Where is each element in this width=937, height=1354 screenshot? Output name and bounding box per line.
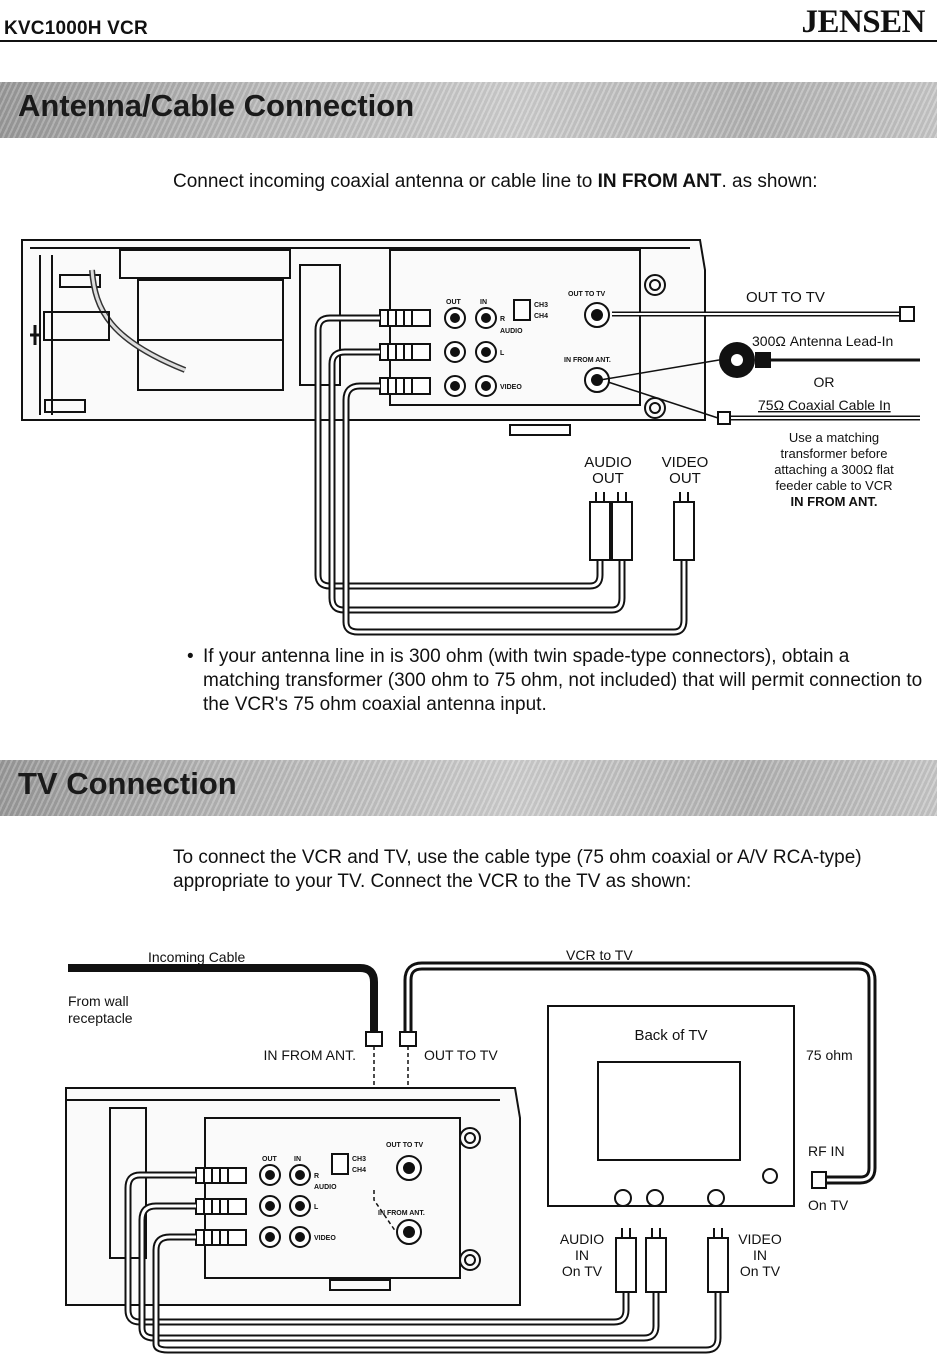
panel2-r-label: R [314,1173,319,1180]
av-cables-2 [124,1171,722,1354]
panel-jacks-2 [259,1153,422,1248]
antenna-bullet-note: • If your antenna line in is 300 ohm (wi… [187,645,928,717]
coax-label: 75Ω Coaxial Cable In [758,397,891,413]
lead-in-300-ohm [599,342,920,381]
tv-connection-diagram: Incoming Cable From wall receptacle VCR … [65,947,877,1354]
transformer-note: Use a matching transformer before attach… [774,430,894,509]
video-in-label: VIDEO IN On TV [738,1231,782,1279]
lead-in-label: 300Ω Antenna Lead-In [752,333,893,349]
video-in-line-2: IN [753,1247,767,1263]
rf-in-label: RF IN [808,1143,845,1159]
audio-in-label: AUDIO IN On TV [560,1231,604,1279]
panel2-out-to-tv-label: OUT TO TV [386,1142,424,1149]
ant-guide [373,1190,397,1233]
video-in-line-1: VIDEO [738,1231,782,1247]
section-title-tv: TV Connection [18,766,237,801]
from-wall-label-1: From wall [68,993,129,1009]
audio-in-line-1: AUDIO [560,1231,604,1247]
panel2-audio-label: AUDIO [314,1184,337,1191]
ohm75-label: 75 ohm [806,1047,853,1063]
antenna-bullet-text: If your antenna line in is 300 ohm (with… [203,646,923,715]
antenna-intro-text: Connect incoming coaxial antenna or cabl… [173,171,598,192]
model-name: KVC1000H VCR [4,18,148,39]
panel-audio-label: AUDIO [500,328,523,335]
on-tv-label: On TV [808,1197,849,1213]
video-out-label-1: VIDEO [662,454,709,471]
note-bold: IN FROM ANT. [791,494,878,509]
section-title-antenna: Antenna/Cable Connection [18,88,415,123]
antenna-intro-end: . as shown: [721,171,818,192]
rca-plugs-tv [615,1228,729,1293]
av-cables-1 [314,314,688,636]
panel-r-label: R [500,316,505,323]
vcr-to-tv-label: VCR to TV [566,947,633,963]
antenna-connection-diagram: OUT IN AUDIO R L VIDEO OUT TO TV IN FROM… [21,239,920,636]
panel2-in-from-ant-label: IN FROM ANT. [378,1210,425,1217]
audio-out-label-2: OUT [592,470,624,487]
note-line-3: attaching a 300Ω flat [774,462,894,477]
brand-logo: JENSEN [801,4,925,40]
or-label: OR [814,374,835,390]
video-out-label-2: OUT [669,470,701,487]
from-wall-label-2: receptacle [68,1010,133,1026]
panel2-ch4-label: CH4 [352,1167,366,1174]
panel-rca-plugs-2 [195,1167,247,1246]
tv-back-panel [547,1005,795,1207]
panel-labels-1: OUT IN AUDIO R L VIDEO OUT TO TV IN FROM… [446,291,611,391]
out-to-tv-label-2: OUT TO TV [424,1047,498,1063]
vcr-rear-panel-1 [21,239,706,436]
audio-in-line-2: IN [575,1247,589,1263]
panel2-video-label: VIDEO [314,1235,336,1242]
section-banner-tv: TV Connection [0,760,937,816]
in-from-ant-label-2: IN FROM ANT. [263,1047,356,1063]
out-to-tv-cable-1 [612,306,915,322]
panel-ch3-label: CH3 [534,302,548,309]
panel-in-from-ant-label: IN FROM ANT. [564,357,611,364]
vcr-to-tv-cable [399,961,877,1189]
panel2-in-label: IN [294,1156,301,1163]
panel2-ch3-label: CH3 [352,1156,366,1163]
panel-out-to-tv-label: OUT TO TV [568,291,606,298]
audio-in-line-3: On TV [562,1263,603,1279]
rca-plugs-out-1 [589,492,695,561]
header-rule [0,40,937,42]
panel-labels-2: OUT IN AUDIO R L VIDEO OUT TO TV IN FROM… [262,1142,425,1242]
page-header: KVC1000H VCR JENSEN [0,0,937,44]
back-of-tv-label: Back of TV [634,1027,707,1044]
antenna-intro: Connect incoming coaxial antenna or cabl… [173,170,893,194]
video-in-line-3: On TV [740,1263,781,1279]
note-line-2: transformer before [781,446,888,461]
coax-75-ohm [607,381,920,425]
panel-rca-plugs-1 [379,309,431,395]
bullet-marker: • [187,646,194,667]
out-to-tv-label-1: OUT TO TV [746,289,825,306]
incoming-cable-label: Incoming Cable [148,949,245,965]
panel-out-label: OUT [446,299,462,306]
panel2-l-label: L [314,1204,319,1211]
vcr-rear-panel-2 [65,1087,521,1306]
panel-l-label: L [500,350,505,357]
panel-video-label: VIDEO [500,384,522,391]
audio-out-label-1: AUDIO [584,454,632,471]
section-banner-antenna: Antenna/Cable Connection [0,82,937,138]
note-line-4: feeder cable to VCR [775,478,892,493]
panel-ch4-label: CH4 [534,313,548,320]
panel-in-label: IN [480,299,487,306]
tv-intro: To connect the VCR and TV, use the cable… [173,847,862,892]
note-line-1: Use a matching [789,430,879,445]
panel2-out-label: OUT [262,1156,278,1163]
antenna-intro-bold: IN FROM ANT [597,171,722,192]
panel-jacks-1 [444,299,610,397]
